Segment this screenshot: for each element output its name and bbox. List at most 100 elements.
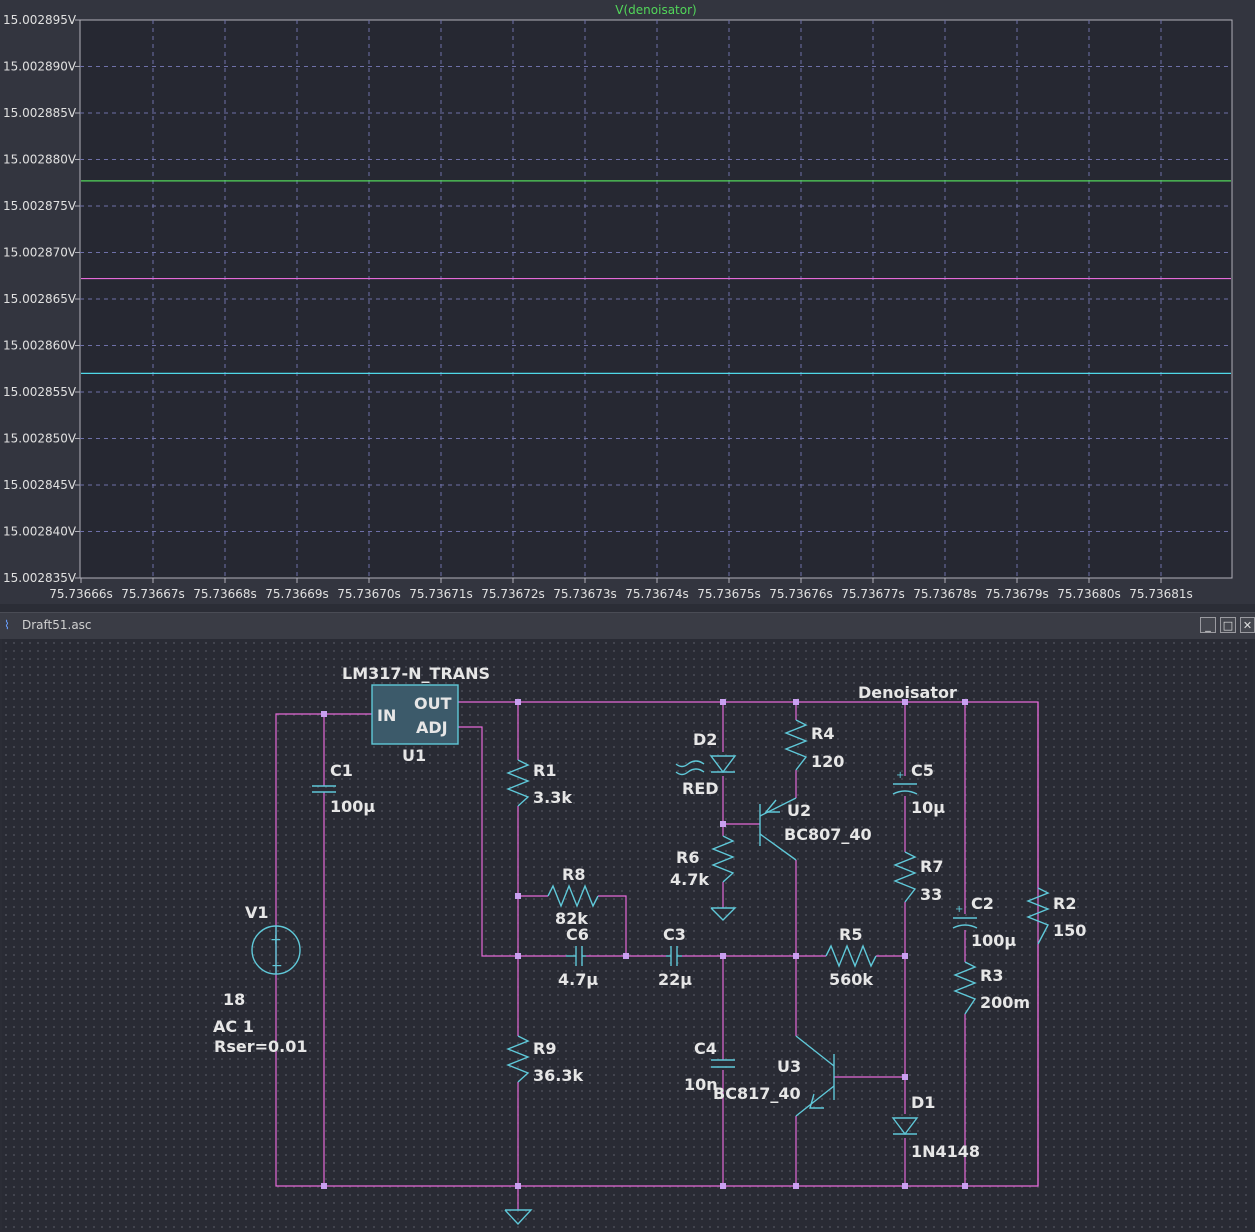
- ground-symbol: [710, 907, 737, 921]
- d1-value-label[interactable]: 1N4148: [911, 1142, 980, 1161]
- c6-value-label[interactable]: 4.7µ: [558, 970, 598, 989]
- c2-plate[interactable]: [952, 924, 978, 929]
- r5-value-label[interactable]: 560k: [829, 970, 873, 989]
- v1-rser-label[interactable]: Rser=0.01: [214, 1037, 307, 1056]
- v1-value-label[interactable]: 18: [223, 990, 245, 1009]
- c1-value-label[interactable]: 100µ: [330, 797, 375, 816]
- r7-name-label[interactable]: R7: [920, 857, 943, 876]
- r1-value-label[interactable]: 3.3k: [533, 788, 572, 807]
- y-tick-label: 15.002890V: [3, 60, 77, 74]
- r2-name-label[interactable]: R2: [1053, 894, 1076, 913]
- d2-name-label[interactable]: D2: [693, 730, 717, 749]
- u2-emitter-arrow: [764, 799, 780, 813]
- schematic-window-titlebar[interactable]: ⌇ Draft51.asc _ □ ✕: [0, 612, 1255, 639]
- y-tick-label: 15.002840V: [3, 525, 77, 539]
- x-tick-label: 75.73666s: [49, 587, 113, 601]
- c1-name-label[interactable]: C1: [330, 761, 353, 780]
- u3-name-label[interactable]: U3: [777, 1057, 801, 1076]
- r8-value-label[interactable]: 82k: [555, 909, 588, 928]
- c4-value-label[interactable]: 10n: [684, 1075, 718, 1094]
- ground-symbol: [504, 1209, 533, 1226]
- close-button[interactable]: ✕: [1240, 617, 1255, 633]
- r4-resistor[interactable]: [784, 719, 808, 771]
- x-tick-label: 75.73680s: [1057, 587, 1121, 601]
- y-axis-ticks: 15.002895V15.002890V15.002885V15.002880V…: [3, 13, 80, 585]
- x-tick-label: 75.73668s: [193, 587, 257, 601]
- r6-name-label[interactable]: R6: [676, 848, 699, 867]
- u2-value-label[interactable]: BC807_40: [784, 825, 872, 844]
- u1-adj-pin-label: ADJ: [416, 718, 448, 737]
- r7-resistor[interactable]: [893, 851, 917, 903]
- c5-name-label[interactable]: C5: [911, 761, 934, 780]
- waveform-plot[interactable]: 15.002895V15.002890V15.002885V15.002880V…: [0, 0, 1255, 604]
- c2-value-label[interactable]: 100µ: [971, 931, 1016, 950]
- maximize-button[interactable]: □: [1220, 617, 1236, 633]
- c4-name-label[interactable]: C4: [694, 1039, 717, 1058]
- r3-value-label[interactable]: 200m: [980, 993, 1030, 1012]
- svg-text:−: −: [271, 958, 283, 974]
- r6-resistor[interactable]: [711, 835, 735, 883]
- y-tick-label: 15.002860V: [3, 339, 77, 353]
- plot-grid: [80, 20, 1232, 578]
- r2-resistor[interactable]: [1026, 887, 1050, 945]
- r9-name-label[interactable]: R9: [533, 1039, 556, 1058]
- r4-name-label[interactable]: R4: [811, 724, 834, 743]
- r6-value-label[interactable]: 4.7k: [670, 870, 709, 889]
- r8-name-label[interactable]: R8: [562, 865, 585, 884]
- u1-out-pin-label: OUT: [414, 694, 452, 713]
- minimize-button[interactable]: _: [1200, 617, 1216, 633]
- d1-name-label[interactable]: D1: [911, 1093, 935, 1112]
- junction-dots: [321, 699, 968, 1189]
- r7-value-label[interactable]: 33: [920, 885, 942, 904]
- y-tick-label: 15.002850V: [3, 432, 77, 446]
- y-tick-label: 15.002880V: [3, 153, 77, 167]
- c5-value-label[interactable]: 10µ: [911, 798, 945, 817]
- u1-name-label[interactable]: U1: [402, 746, 426, 765]
- y-tick-label: 15.002870V: [3, 246, 77, 260]
- x-tick-label: 75.73671s: [409, 587, 473, 601]
- y-tick-label: 15.002865V: [3, 292, 77, 306]
- schematic-editor[interactable]: + −: [2, 639, 1253, 1230]
- u1-regulator-body[interactable]: [371, 684, 459, 745]
- x-tick-label: 75.73672s: [481, 587, 545, 601]
- u2-name-label[interactable]: U2: [787, 801, 811, 820]
- r5-name-label[interactable]: R5: [839, 925, 862, 944]
- d2-led[interactable]: [709, 755, 737, 774]
- c3-value-label[interactable]: 22µ: [658, 970, 692, 989]
- window-title: Draft51.asc: [22, 618, 92, 632]
- r1-name-label[interactable]: R1: [533, 761, 556, 780]
- v1-name-label[interactable]: V1: [245, 903, 269, 922]
- r5-resistor[interactable]: [825, 944, 877, 968]
- d1-diode[interactable]: [891, 1117, 919, 1136]
- r8-resistor[interactable]: [547, 884, 599, 908]
- u1-model-label[interactable]: LM317-N_TRANS: [342, 664, 490, 683]
- r2-value-label[interactable]: 150: [1053, 921, 1086, 940]
- u1-in-pin-label: IN: [377, 706, 396, 725]
- r9-value-label[interactable]: 36.3k: [533, 1066, 583, 1085]
- x-tick-label: 75.73679s: [985, 587, 1049, 601]
- x-tick-label: 75.73675s: [697, 587, 761, 601]
- r3-name-label[interactable]: R3: [980, 966, 1003, 985]
- c6-name-label[interactable]: C6: [566, 925, 589, 944]
- x-tick-label: 75.73670s: [337, 587, 401, 601]
- r9-resistor[interactable]: [506, 1035, 530, 1083]
- y-tick-label: 15.002885V: [3, 106, 77, 120]
- r3-resistor[interactable]: [953, 961, 977, 1015]
- trace-title[interactable]: V(denoisator): [615, 3, 696, 17]
- v1-ac-label[interactable]: AC 1: [213, 1017, 254, 1036]
- c2-name-label[interactable]: C2: [971, 894, 994, 913]
- c5-plate[interactable]: [892, 790, 918, 795]
- d2-value-label[interactable]: RED: [682, 779, 719, 798]
- c3-name-label[interactable]: C3: [663, 925, 686, 944]
- svg-text:+: +: [270, 932, 282, 948]
- r4-value-label[interactable]: 120: [811, 752, 844, 771]
- net-label-denoisator[interactable]: Denoisator: [858, 683, 957, 702]
- u3-value-label[interactable]: BC817_40: [713, 1084, 801, 1103]
- x-tick-label: 75.73677s: [841, 587, 905, 601]
- schematic-canvas[interactable]: + −: [2, 639, 1253, 1230]
- r1-resistor[interactable]: [506, 759, 530, 807]
- components: + −: [251, 684, 1050, 1226]
- x-tick-label: 75.73681s: [1129, 587, 1193, 601]
